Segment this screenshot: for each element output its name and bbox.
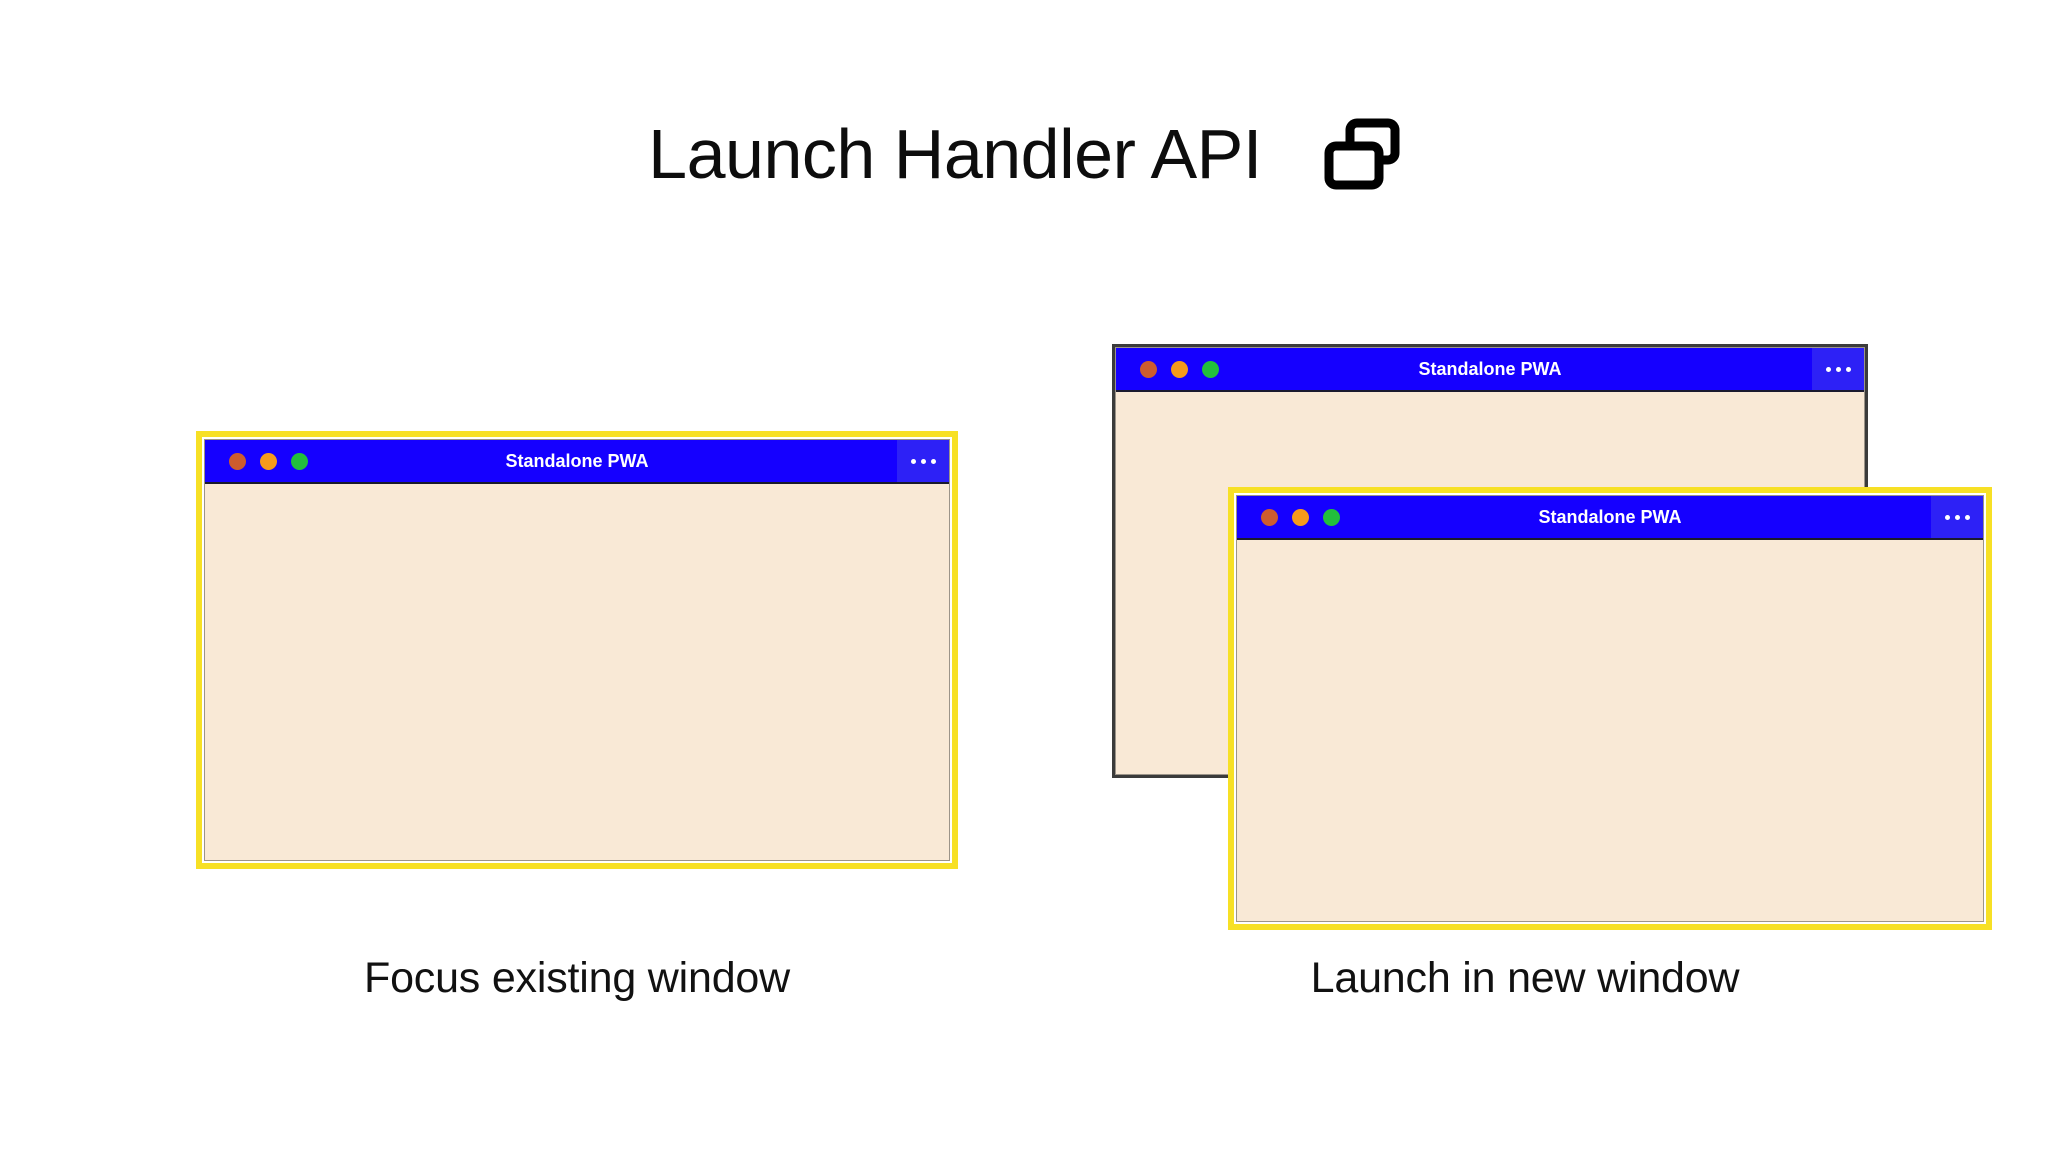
caption-focus-existing: Focus existing window bbox=[364, 954, 790, 1002]
maximize-button[interactable] bbox=[291, 452, 308, 470]
window-title: Standalone PWA bbox=[1538, 506, 1682, 527]
window-content-area bbox=[1237, 540, 1983, 921]
menu-dot bbox=[1825, 366, 1831, 372]
window-titlebar[interactable]: Standalone PWA bbox=[1116, 348, 1864, 392]
window-title: Standalone PWA bbox=[1418, 358, 1562, 379]
menu-dot bbox=[1954, 514, 1960, 520]
window-focus-existing[interactable]: Standalone PWA bbox=[196, 431, 958, 869]
menu-dot bbox=[910, 458, 916, 464]
traffic-lights bbox=[1140, 360, 1219, 378]
maximize-button[interactable] bbox=[1202, 360, 1219, 378]
window-titlebar[interactable]: Standalone PWA bbox=[1237, 496, 1983, 540]
window-inner: Standalone PWA bbox=[204, 439, 950, 861]
window-inner: Standalone PWA bbox=[1236, 495, 1984, 922]
menu-dot bbox=[1944, 514, 1950, 520]
traffic-lights bbox=[1261, 508, 1340, 526]
overflow-menu-icon[interactable] bbox=[1931, 496, 1983, 538]
overflow-menu-icon[interactable] bbox=[897, 440, 949, 482]
minimize-button[interactable] bbox=[1171, 360, 1188, 378]
traffic-lights bbox=[229, 452, 308, 470]
menu-dot bbox=[1964, 514, 1970, 520]
page-title: Launch Handler API bbox=[648, 115, 1262, 193]
window-title: Standalone PWA bbox=[505, 450, 649, 471]
window-titlebar[interactable]: Standalone PWA bbox=[205, 440, 949, 484]
close-button[interactable] bbox=[229, 452, 246, 470]
close-button[interactable] bbox=[1261, 508, 1278, 526]
minimize-button[interactable] bbox=[260, 452, 277, 470]
caption-launch-new: Launch in new window bbox=[1310, 954, 1740, 1002]
menu-dot bbox=[930, 458, 936, 464]
page-header: Launch Handler API bbox=[0, 118, 2048, 190]
menu-dot bbox=[920, 458, 926, 464]
close-button[interactable] bbox=[1140, 360, 1157, 378]
overflow-menu-icon[interactable] bbox=[1812, 348, 1864, 390]
maximize-button[interactable] bbox=[1323, 508, 1340, 526]
minimize-button[interactable] bbox=[1292, 508, 1309, 526]
window-new-foreground[interactable]: Standalone PWA bbox=[1228, 487, 1992, 930]
menu-dot bbox=[1835, 366, 1841, 372]
window-content-area bbox=[205, 484, 949, 860]
menu-dot bbox=[1845, 366, 1851, 372]
multi-window-icon bbox=[1324, 118, 1400, 190]
